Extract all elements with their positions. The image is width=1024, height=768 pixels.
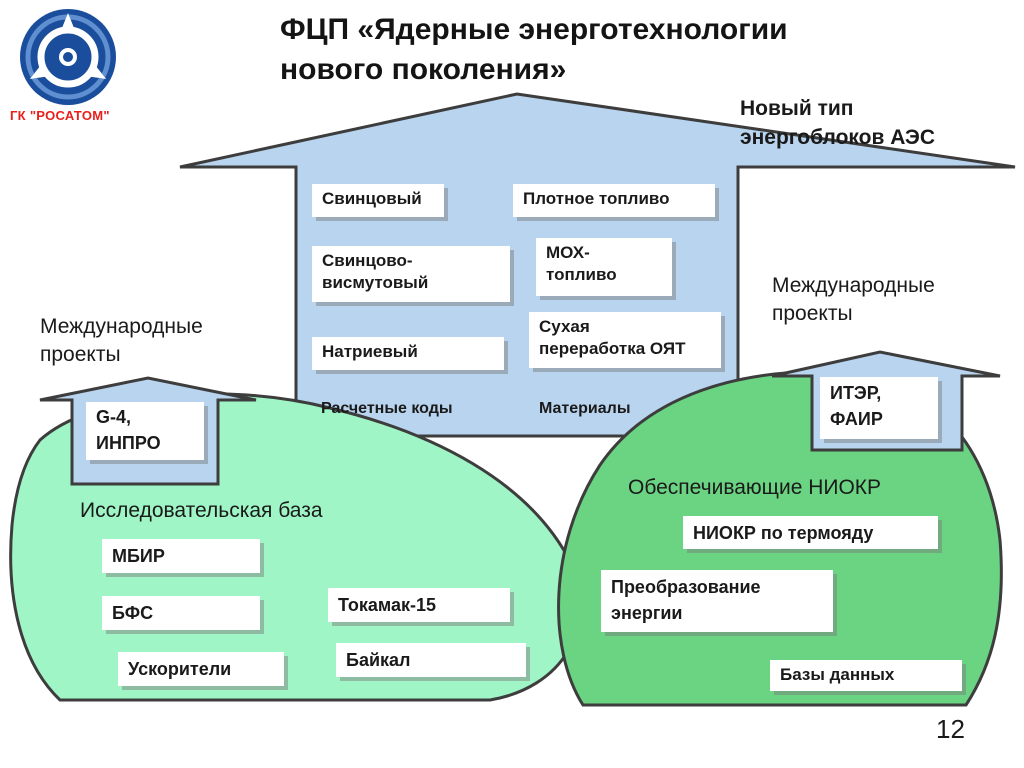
house-item-dry-reprocessing: Сухая переработка ОЯТ — [529, 312, 721, 368]
house-item-lead: Свинцовый — [312, 184, 444, 217]
research-item-bfs: БФС — [102, 596, 260, 630]
logo-label: ГК "РОСАТОМ" — [10, 108, 110, 123]
house-item-materials: Материалы — [539, 400, 631, 417]
page-number: 12 — [936, 714, 965, 744]
support-item-energy-conversion: Преобразование энергии — [601, 570, 833, 632]
research-item-accelerators: Ускорители — [118, 652, 284, 686]
house-item-calc-codes: Расчетные коды — [321, 400, 453, 417]
support-item-databases: Базы данных — [770, 660, 962, 691]
left-intl-label: Международные проекты — [40, 315, 203, 366]
house-item-sodium: Натриевый — [312, 337, 504, 370]
support-item-fusion: НИОКР по термояду — [683, 516, 938, 549]
page-title: ФЦП «Ядерные энерготехнологии нового пок… — [280, 13, 788, 86]
research-item-baikal: Байкал — [336, 643, 526, 677]
house-label: Новый тип энергоблоков АЭС — [740, 97, 935, 149]
research-base-label: Исследовательская база — [80, 499, 323, 522]
left-intl-box: G-4, ИНПРО — [86, 402, 204, 460]
house-item-lead-bismuth: Свинцово- висмутовый — [312, 246, 510, 302]
support-rd-label: Обеспечивающие НИОКР — [628, 476, 882, 499]
right-intl-box: ИТЭР, ФАИР — [820, 377, 938, 439]
research-item-tokamak: Токамак-15 — [328, 588, 510, 622]
right-intl-label: Международные проекты — [772, 274, 935, 325]
house-item-dense-fuel: Плотное топливо — [513, 184, 715, 217]
rosatom-logo-icon — [20, 9, 116, 105]
research-item-mbir: МБИР — [102, 539, 260, 573]
house-item-mox-fuel: МОХ- топливо — [536, 238, 672, 296]
